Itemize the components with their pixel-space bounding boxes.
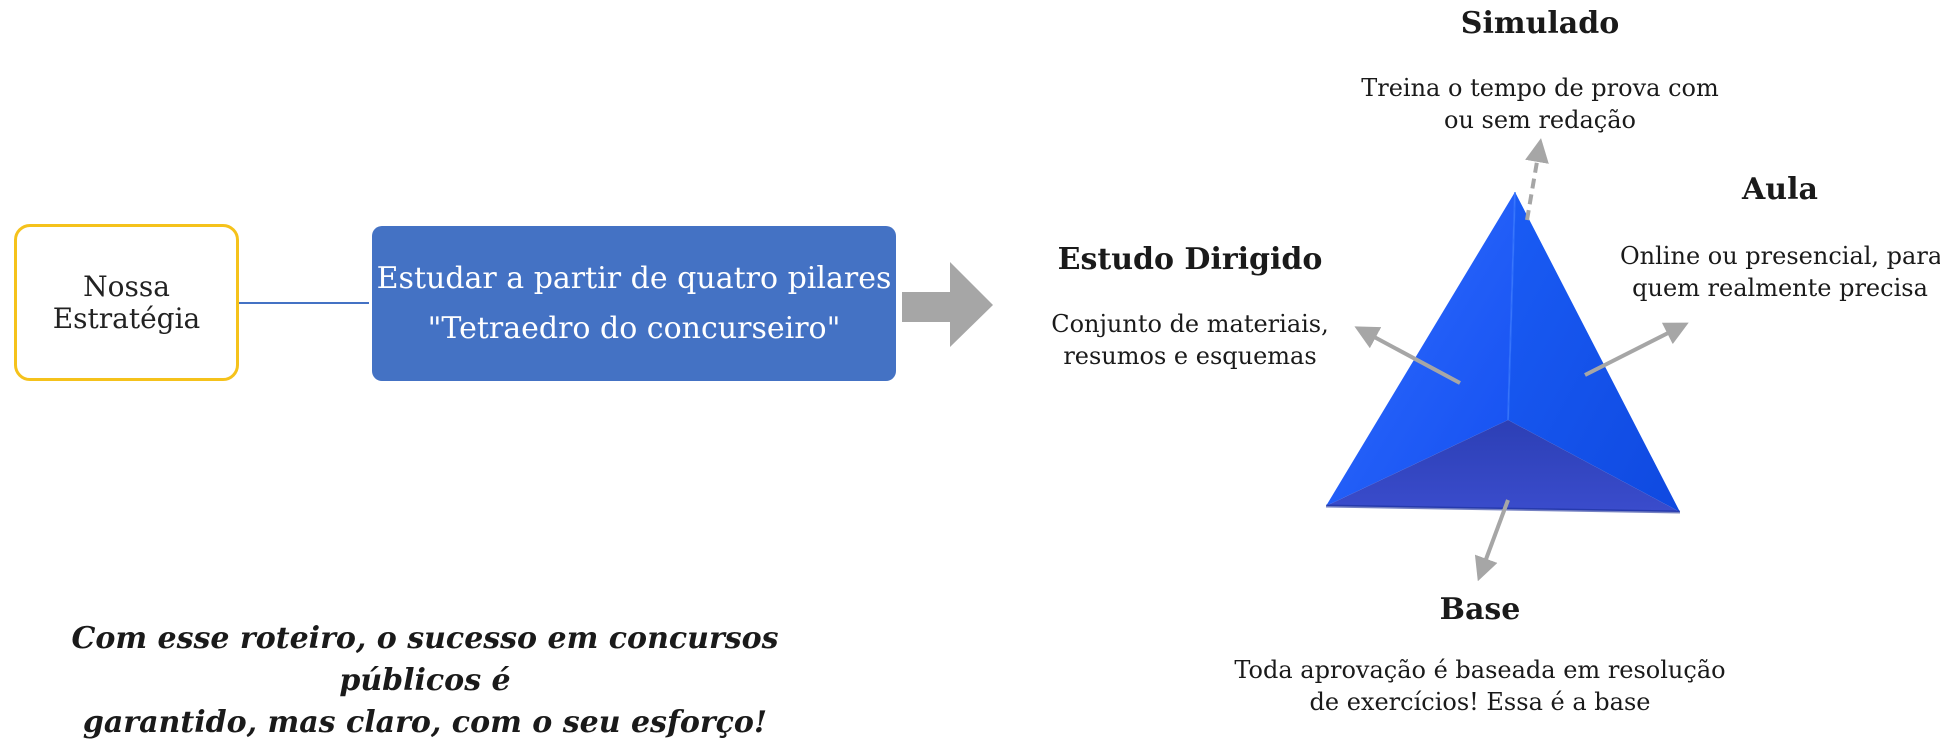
desc-aula-1: Online ou presencial, para: [1620, 242, 1940, 270]
quote-line-2: garantido, mas claro, com o seu esforço!: [82, 705, 768, 740]
desc-estudo-2: resumos e esquemas: [1063, 342, 1317, 370]
label-aula: Aula: [1742, 172, 1818, 207]
pillars-box: Estudar a partir de quatro pilares "Tetr…: [372, 226, 896, 381]
block-arrow-right: [902, 262, 993, 347]
desc-base-2: de exercícios! Essa é a base: [1309, 688, 1651, 716]
label-base: Base: [1439, 592, 1521, 627]
arrow-estudo: [1354, 326, 1461, 385]
desc-simulado-2: ou sem redação: [1444, 106, 1636, 134]
label-simulado: Simulado: [1460, 6, 1620, 41]
tetra-left-face: [1326, 192, 1515, 506]
arrow-base: [1474, 499, 1510, 582]
desc-simulado-1: Treina o tempo de prova com: [1361, 74, 1719, 102]
arrow-aula: [1584, 322, 1689, 377]
tetra-bottom-face: [1326, 420, 1680, 512]
arrow-simulado: [1525, 138, 1549, 221]
tetra-right-face: [1508, 192, 1680, 512]
pillars-line-1: Estudar a partir de quatro pilares: [376, 260, 892, 296]
desc-aula-2: quem realmente precisa: [1632, 274, 1928, 302]
desc-base-1: Toda aprovação é baseada em resolução: [1234, 656, 1726, 684]
quote-line-1: Com esse roteiro, o sucesso em concursos…: [71, 621, 779, 698]
strategy-box: Nossa Estratégia: [14, 224, 239, 381]
strategy-line-2: Estratégia: [52, 301, 201, 335]
label-estudo-dirigido: Estudo Dirigido: [1057, 242, 1323, 277]
desc-estudo-1: Conjunto de materiais,: [1051, 310, 1329, 338]
strategy-line-1: Nossa: [83, 269, 170, 303]
diagram-graphics: [902, 138, 1689, 582]
pillars-line-2: "Tetraedro do concurseiro": [427, 310, 841, 346]
closing-quote: Com esse roteiro, o sucesso em concursos…: [0, 618, 850, 744]
connector-line: [239, 302, 369, 304]
